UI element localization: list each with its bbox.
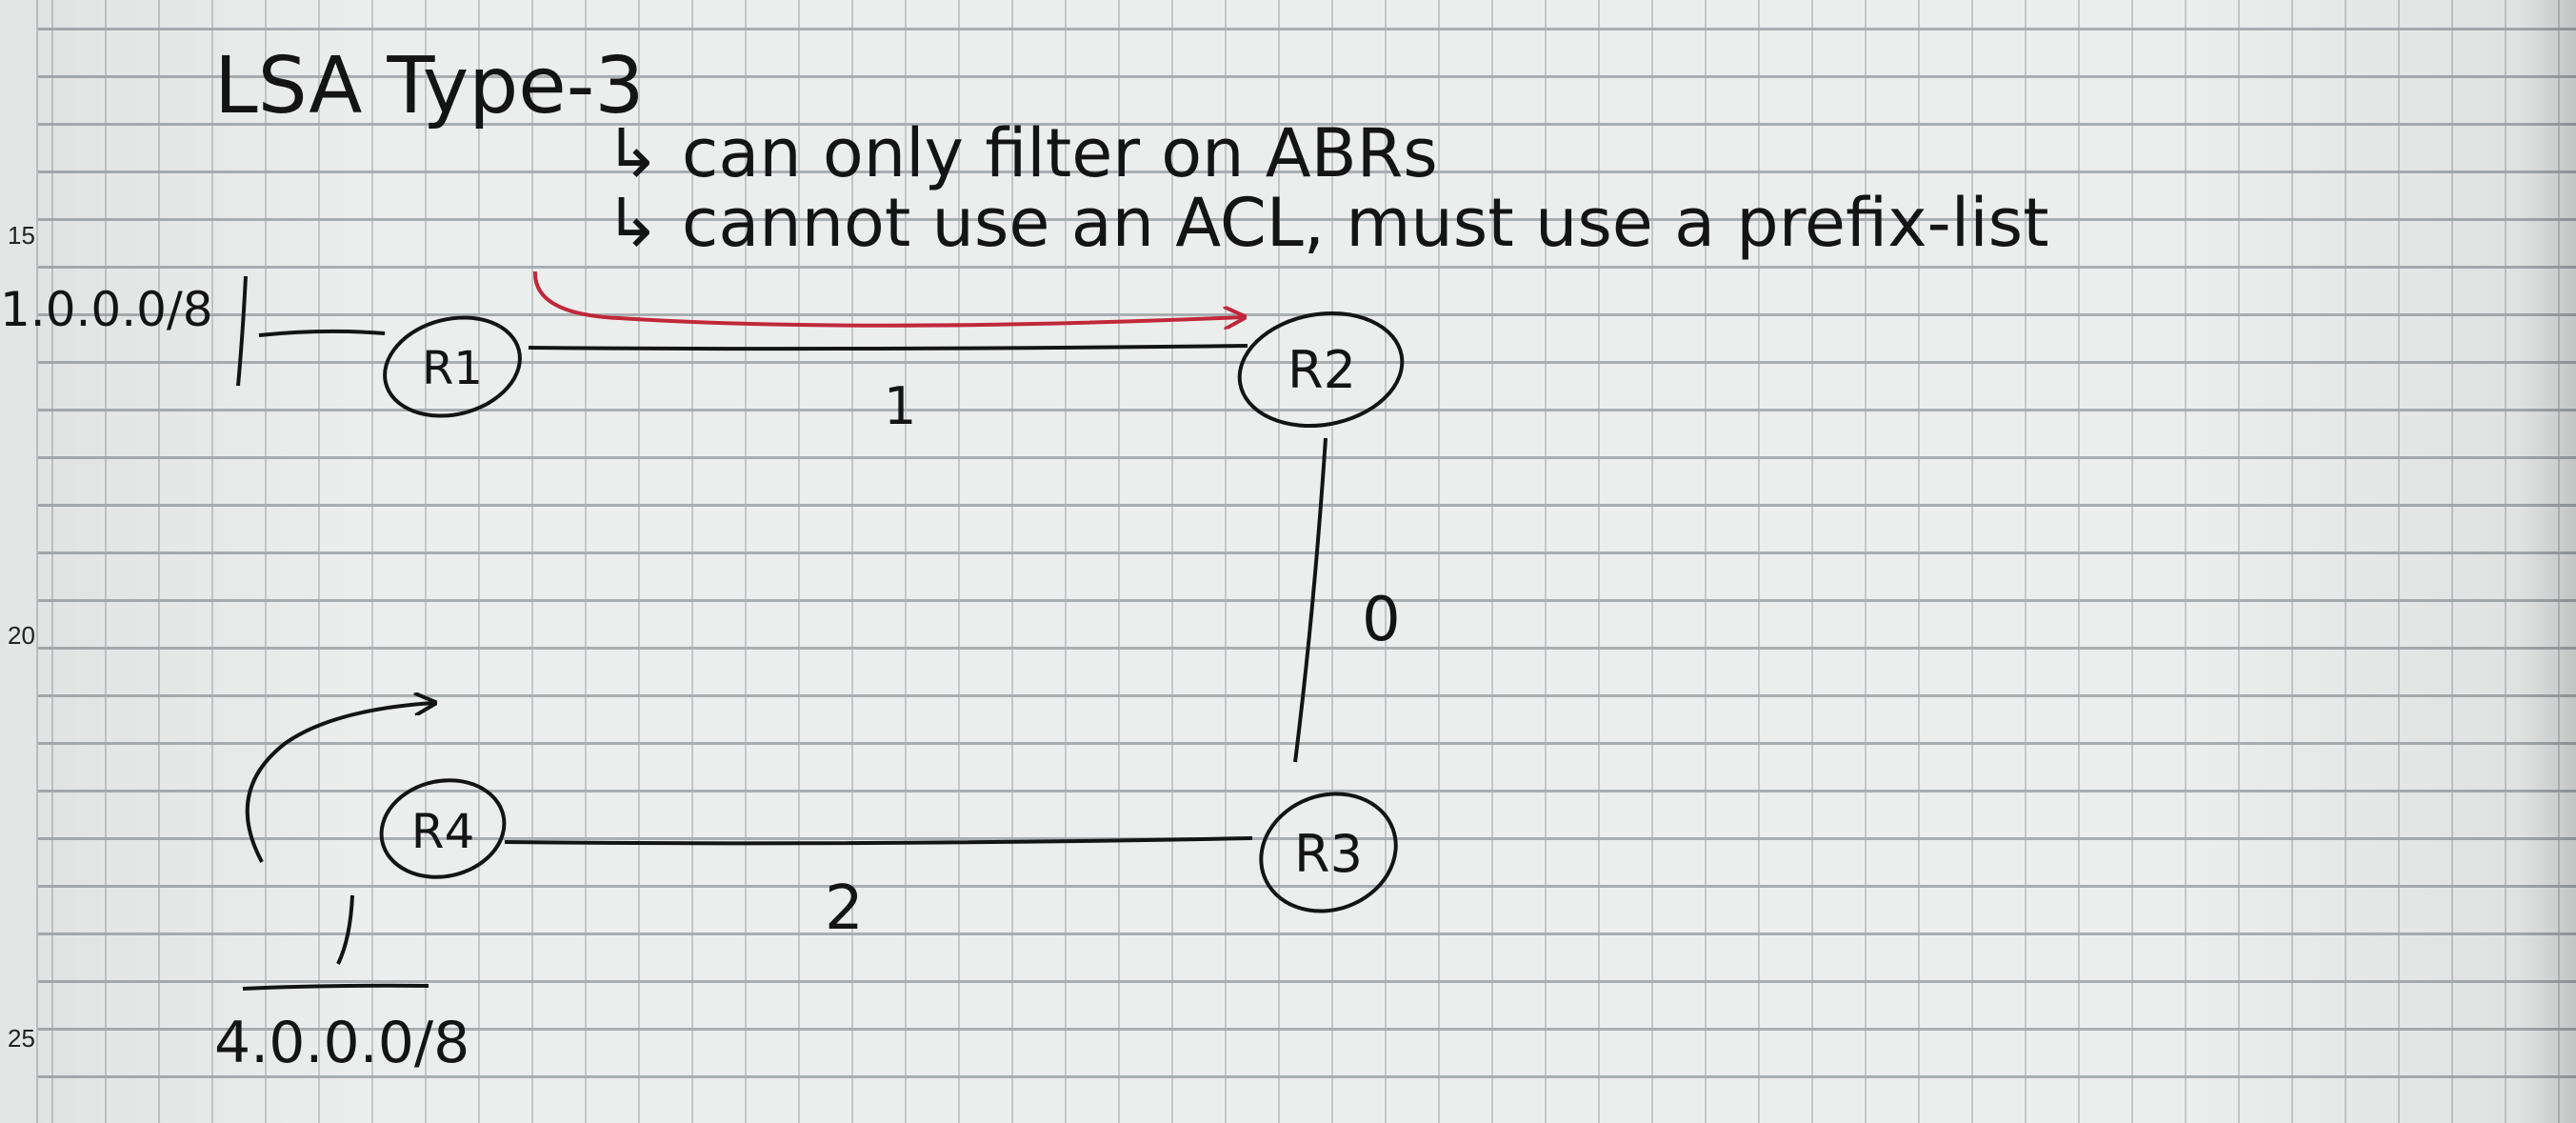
router-r2-circle xyxy=(1237,311,1405,429)
page-margin xyxy=(0,0,38,1123)
router-r2-label: R2 xyxy=(1288,340,1356,400)
link-r3-r4 xyxy=(504,836,1253,846)
network-r1-connector xyxy=(258,329,386,337)
router-r1-label: R1 xyxy=(422,342,483,395)
note-line-2: ↳ cannot use an ACL, must use a prefix-l… xyxy=(605,184,2049,262)
title-text: LSA Type-3 xyxy=(214,41,645,131)
lsa-flow-arrow xyxy=(532,271,1243,326)
r4-advertise-arrow xyxy=(245,703,433,863)
link-r2-r3-cost: 0 xyxy=(1362,585,1401,655)
network-r4-segment xyxy=(242,983,429,991)
network-r4-connector xyxy=(336,894,354,965)
network-r4-label: 4.0.0.0/8 xyxy=(214,1010,469,1076)
router-r4-label: R4 xyxy=(411,804,475,859)
link-r1-r2 xyxy=(528,344,1248,351)
link-r3-r4-cost: 2 xyxy=(825,873,864,944)
router-r1-circle xyxy=(383,315,522,418)
link-r2-r3 xyxy=(1293,437,1328,763)
router-r3-label: R3 xyxy=(1294,824,1363,884)
page-edge-shadow xyxy=(2519,0,2576,1123)
router-r3-circle xyxy=(1259,792,1398,913)
note-line-1: ↳ can only filter on ABRs xyxy=(605,114,1438,192)
link-r1-r2-cost: 1 xyxy=(884,376,916,436)
line-number-15: 15 xyxy=(8,221,35,250)
network-r1-label: 1.0.0.0/8 xyxy=(0,282,213,337)
line-number-25: 25 xyxy=(8,1024,35,1053)
line-number-20: 20 xyxy=(8,621,35,650)
network-r1-segment xyxy=(236,275,248,387)
router-r4-circle xyxy=(379,778,507,879)
